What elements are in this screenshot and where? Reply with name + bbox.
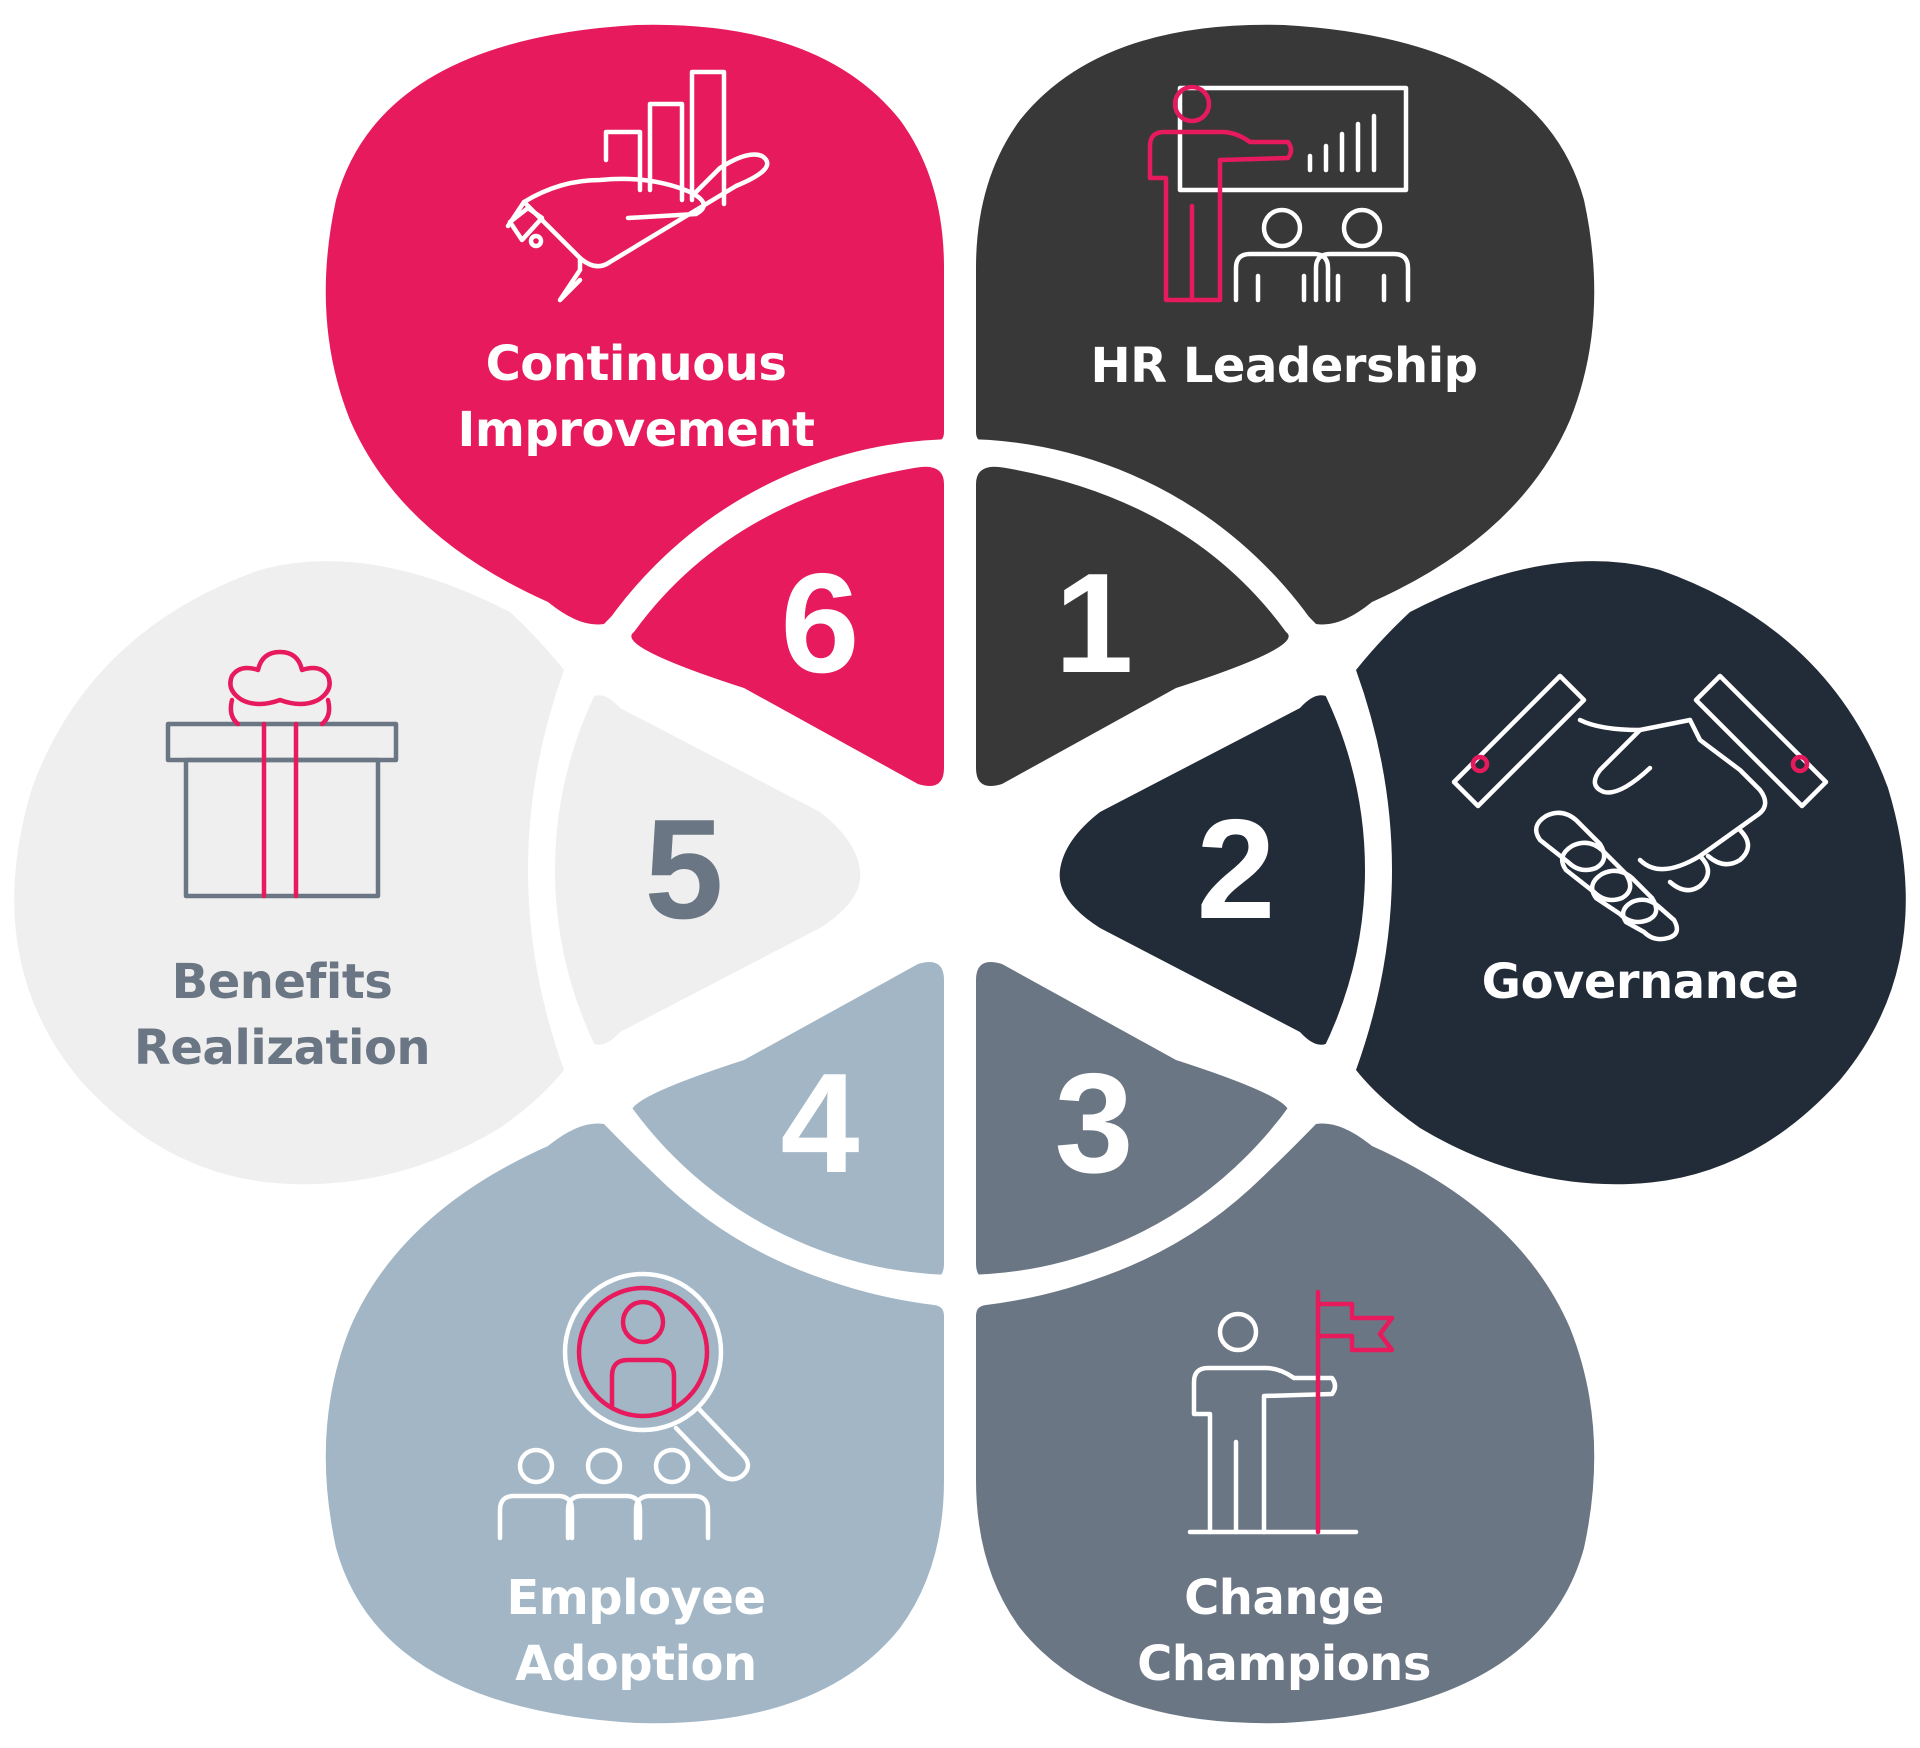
step-number-5: 5	[645, 790, 724, 949]
petal-6-inner-segment	[631, 466, 944, 786]
person-flag-icon	[1187, 1289, 1395, 1535]
petal-3-inner-segment	[976, 962, 1289, 1282]
petal-3-outer-shape	[976, 1123, 1595, 1724]
petal-continuous-improvement: Continuous Improvement 6	[325, 24, 944, 786]
growth-hand-icon	[505, 69, 770, 303]
employee-adoption-title-line-1: Employee	[507, 1570, 766, 1626]
benefits-realization-title-line-1: Benefits	[172, 954, 393, 1010]
petal-separators	[529, 439, 1391, 1301]
change-champions-title-line-2: Champions	[1137, 1636, 1431, 1692]
hr-leadership-title: HR Leadership	[1090, 338, 1477, 394]
step-number-3: 3	[1055, 1044, 1134, 1203]
step-number-4: 4	[781, 1044, 860, 1203]
employee-adoption-title-line-2: Adoption	[515, 1636, 756, 1692]
continuous-improvement-title-line-1: Continuous	[486, 336, 787, 392]
presentation-icon	[1147, 84, 1411, 303]
gift-icon	[165, 649, 399, 899]
benefits-realization-title-line-2: Realization	[134, 1020, 430, 1076]
step-number-2: 2	[1197, 790, 1276, 949]
step-number-1: 1	[1055, 544, 1134, 703]
step-number-6: 6	[781, 544, 860, 703]
petal-4-inner-segment	[631, 962, 944, 1282]
continuous-improvement-title-line-2: Improvement	[458, 402, 815, 458]
petal-2-outer-shape	[1356, 561, 1906, 1185]
petal-5-outer-shape	[14, 561, 565, 1185]
petal-5-inner-segment	[550, 695, 861, 1045]
petal-2-inner-segment	[1059, 695, 1370, 1045]
petal-benefits-realization: Benefits Realization 5	[14, 561, 861, 1185]
petal-governance: Governance 2	[1059, 561, 1906, 1185]
change-champions-title-line-1: Change	[1184, 1570, 1384, 1626]
governance-title: Governance	[1482, 954, 1799, 1010]
petal-1-inner-segment	[976, 466, 1289, 786]
magnifier-people-icon	[497, 1271, 751, 1541]
petal-4-outer-shape	[325, 1123, 944, 1724]
handshake-icon	[1451, 673, 1829, 942]
petal-employee-adoption: Employee Adoption 4	[325, 962, 944, 1724]
petal-change-champions: Change Champions 3	[976, 962, 1595, 1724]
